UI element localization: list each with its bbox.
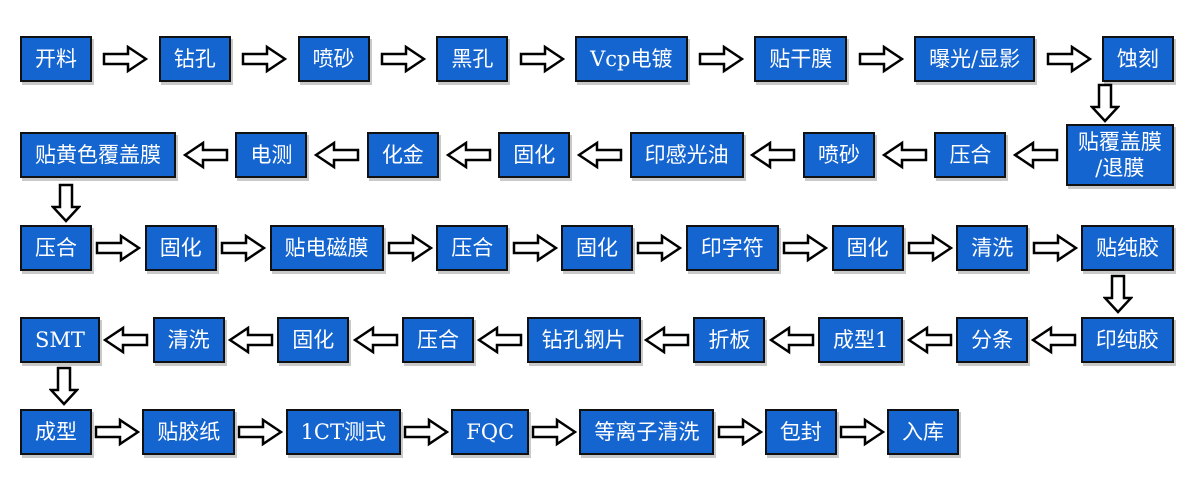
arrow-right-icon [512, 233, 558, 263]
flow-row-4: SMT 清洗 固化 压合 钻孔钢片 折板 成型1 分条 印纯胶 [0, 308, 1200, 372]
process-box: 电测 [235, 131, 308, 179]
arrow-right-icon [839, 417, 885, 447]
process-box: 成型1 [818, 316, 904, 364]
arrow-right-icon [237, 417, 284, 447]
arrow-right-icon [531, 417, 578, 447]
arrow-down-icon [1102, 274, 1134, 314]
process-box: 固化 [144, 224, 217, 272]
process-box: 化金 [366, 131, 439, 179]
process-box: 清洗 [152, 316, 225, 364]
arrow-right-icon [241, 44, 288, 74]
process-box: 包封 [764, 408, 837, 456]
process-box: 贴覆盖膜 /退膜 [1065, 123, 1174, 187]
flow-row-1: 开料 钻孔 喷砂 黑孔 Vcp电镀 贴干膜 曝光/显影 蚀刻 [0, 27, 1200, 91]
process-box: 折板 [693, 316, 766, 364]
process-box: 钻孔 [158, 35, 231, 83]
arrow-right-icon [380, 44, 426, 74]
process-box: 印字符 [685, 224, 779, 272]
arrow-right-icon [403, 417, 450, 447]
process-box: FQC [451, 408, 530, 456]
process-box: 1CT测式 [285, 408, 401, 456]
arrow-right-icon [698, 44, 744, 74]
process-box: 固化 [831, 224, 904, 272]
process-box: 压合 [20, 224, 92, 272]
process-box: 固化 [498, 131, 571, 179]
arrow-left-icon [644, 325, 690, 355]
arrow-right-icon [519, 44, 565, 74]
process-box: SMT [20, 316, 100, 364]
process-box: 压合 [401, 316, 474, 364]
arrow-left-icon [768, 325, 815, 355]
arrow-right-icon [1046, 44, 1092, 74]
process-box: 印感光油 [629, 131, 744, 179]
arrow-down-icon [50, 183, 82, 223]
process-box: 贴电磁膜 [269, 224, 384, 272]
arrow-right-icon [858, 44, 904, 74]
process-box: 等离子清洗 [579, 408, 715, 456]
arrow-left-icon [576, 140, 623, 170]
arrow-right-icon [907, 233, 953, 263]
process-box: 曝光/显影 [914, 35, 1036, 83]
arrow-left-icon [1013, 140, 1059, 170]
arrow-left-icon [103, 325, 149, 355]
process-box: 入库 [886, 408, 959, 456]
arrow-right-icon [94, 417, 141, 447]
process-box: 成型 [20, 408, 92, 456]
arrow-left-icon [477, 325, 523, 355]
arrow-left-icon [881, 140, 928, 170]
arrow-left-icon [352, 325, 399, 355]
process-box: 压合 [436, 224, 509, 272]
process-box: 贴干膜 [754, 35, 848, 83]
process-box: 固化 [561, 224, 633, 272]
arrow-down-icon [1089, 83, 1121, 123]
arrow-right-icon [220, 233, 267, 263]
arrow-right-icon [717, 417, 763, 447]
arrow-left-icon [227, 325, 274, 355]
arrow-right-icon [1032, 233, 1078, 263]
process-box: Vcp电镀 [575, 35, 688, 83]
arrow-right-icon [387, 233, 433, 263]
flow-row-5: 成型 贴胶纸 1CT测式 FQC 等离子清洗 包封 入库 [0, 400, 985, 464]
arrow-left-icon [445, 140, 492, 170]
arrow-right-icon [102, 44, 149, 74]
process-box: 分条 [956, 316, 1029, 364]
arrow-right-icon [782, 233, 829, 263]
process-box: 清洗 [956, 224, 1029, 272]
arrow-left-icon [750, 140, 796, 170]
arrow-left-icon [314, 140, 360, 170]
arrow-left-icon [182, 140, 229, 170]
arrow-right-icon [636, 233, 683, 263]
process-box: 贴胶纸 [142, 408, 236, 456]
arrow-right-icon [95, 233, 142, 263]
arrow-left-icon [1031, 325, 1077, 355]
process-box: 蚀刻 [1101, 35, 1174, 83]
process-box: 固化 [277, 316, 350, 364]
flow-row-3: 压合 固化 贴电磁膜 压合 固化 印字符 固化 清洗 贴纯胶 [0, 216, 1200, 280]
process-box: 贴黄色覆盖膜 [20, 131, 176, 179]
arrow-left-icon [906, 325, 953, 355]
process-box: 压合 [934, 131, 1007, 179]
process-box: 开料 [20, 35, 92, 83]
process-box: 贴纯胶 [1081, 224, 1174, 272]
process-box: 钻孔钢片 [526, 316, 641, 364]
process-box: 黑孔 [436, 35, 509, 83]
process-box: 喷砂 [803, 131, 876, 179]
process-box: 喷砂 [297, 35, 370, 83]
arrow-down-icon [48, 366, 80, 406]
flow-row-2: 贴黄色覆盖膜 电测 化金 固化 印感光油 喷砂 压合 贴覆盖膜 /退膜 [0, 123, 1200, 187]
process-box: 印纯胶 [1080, 316, 1174, 364]
